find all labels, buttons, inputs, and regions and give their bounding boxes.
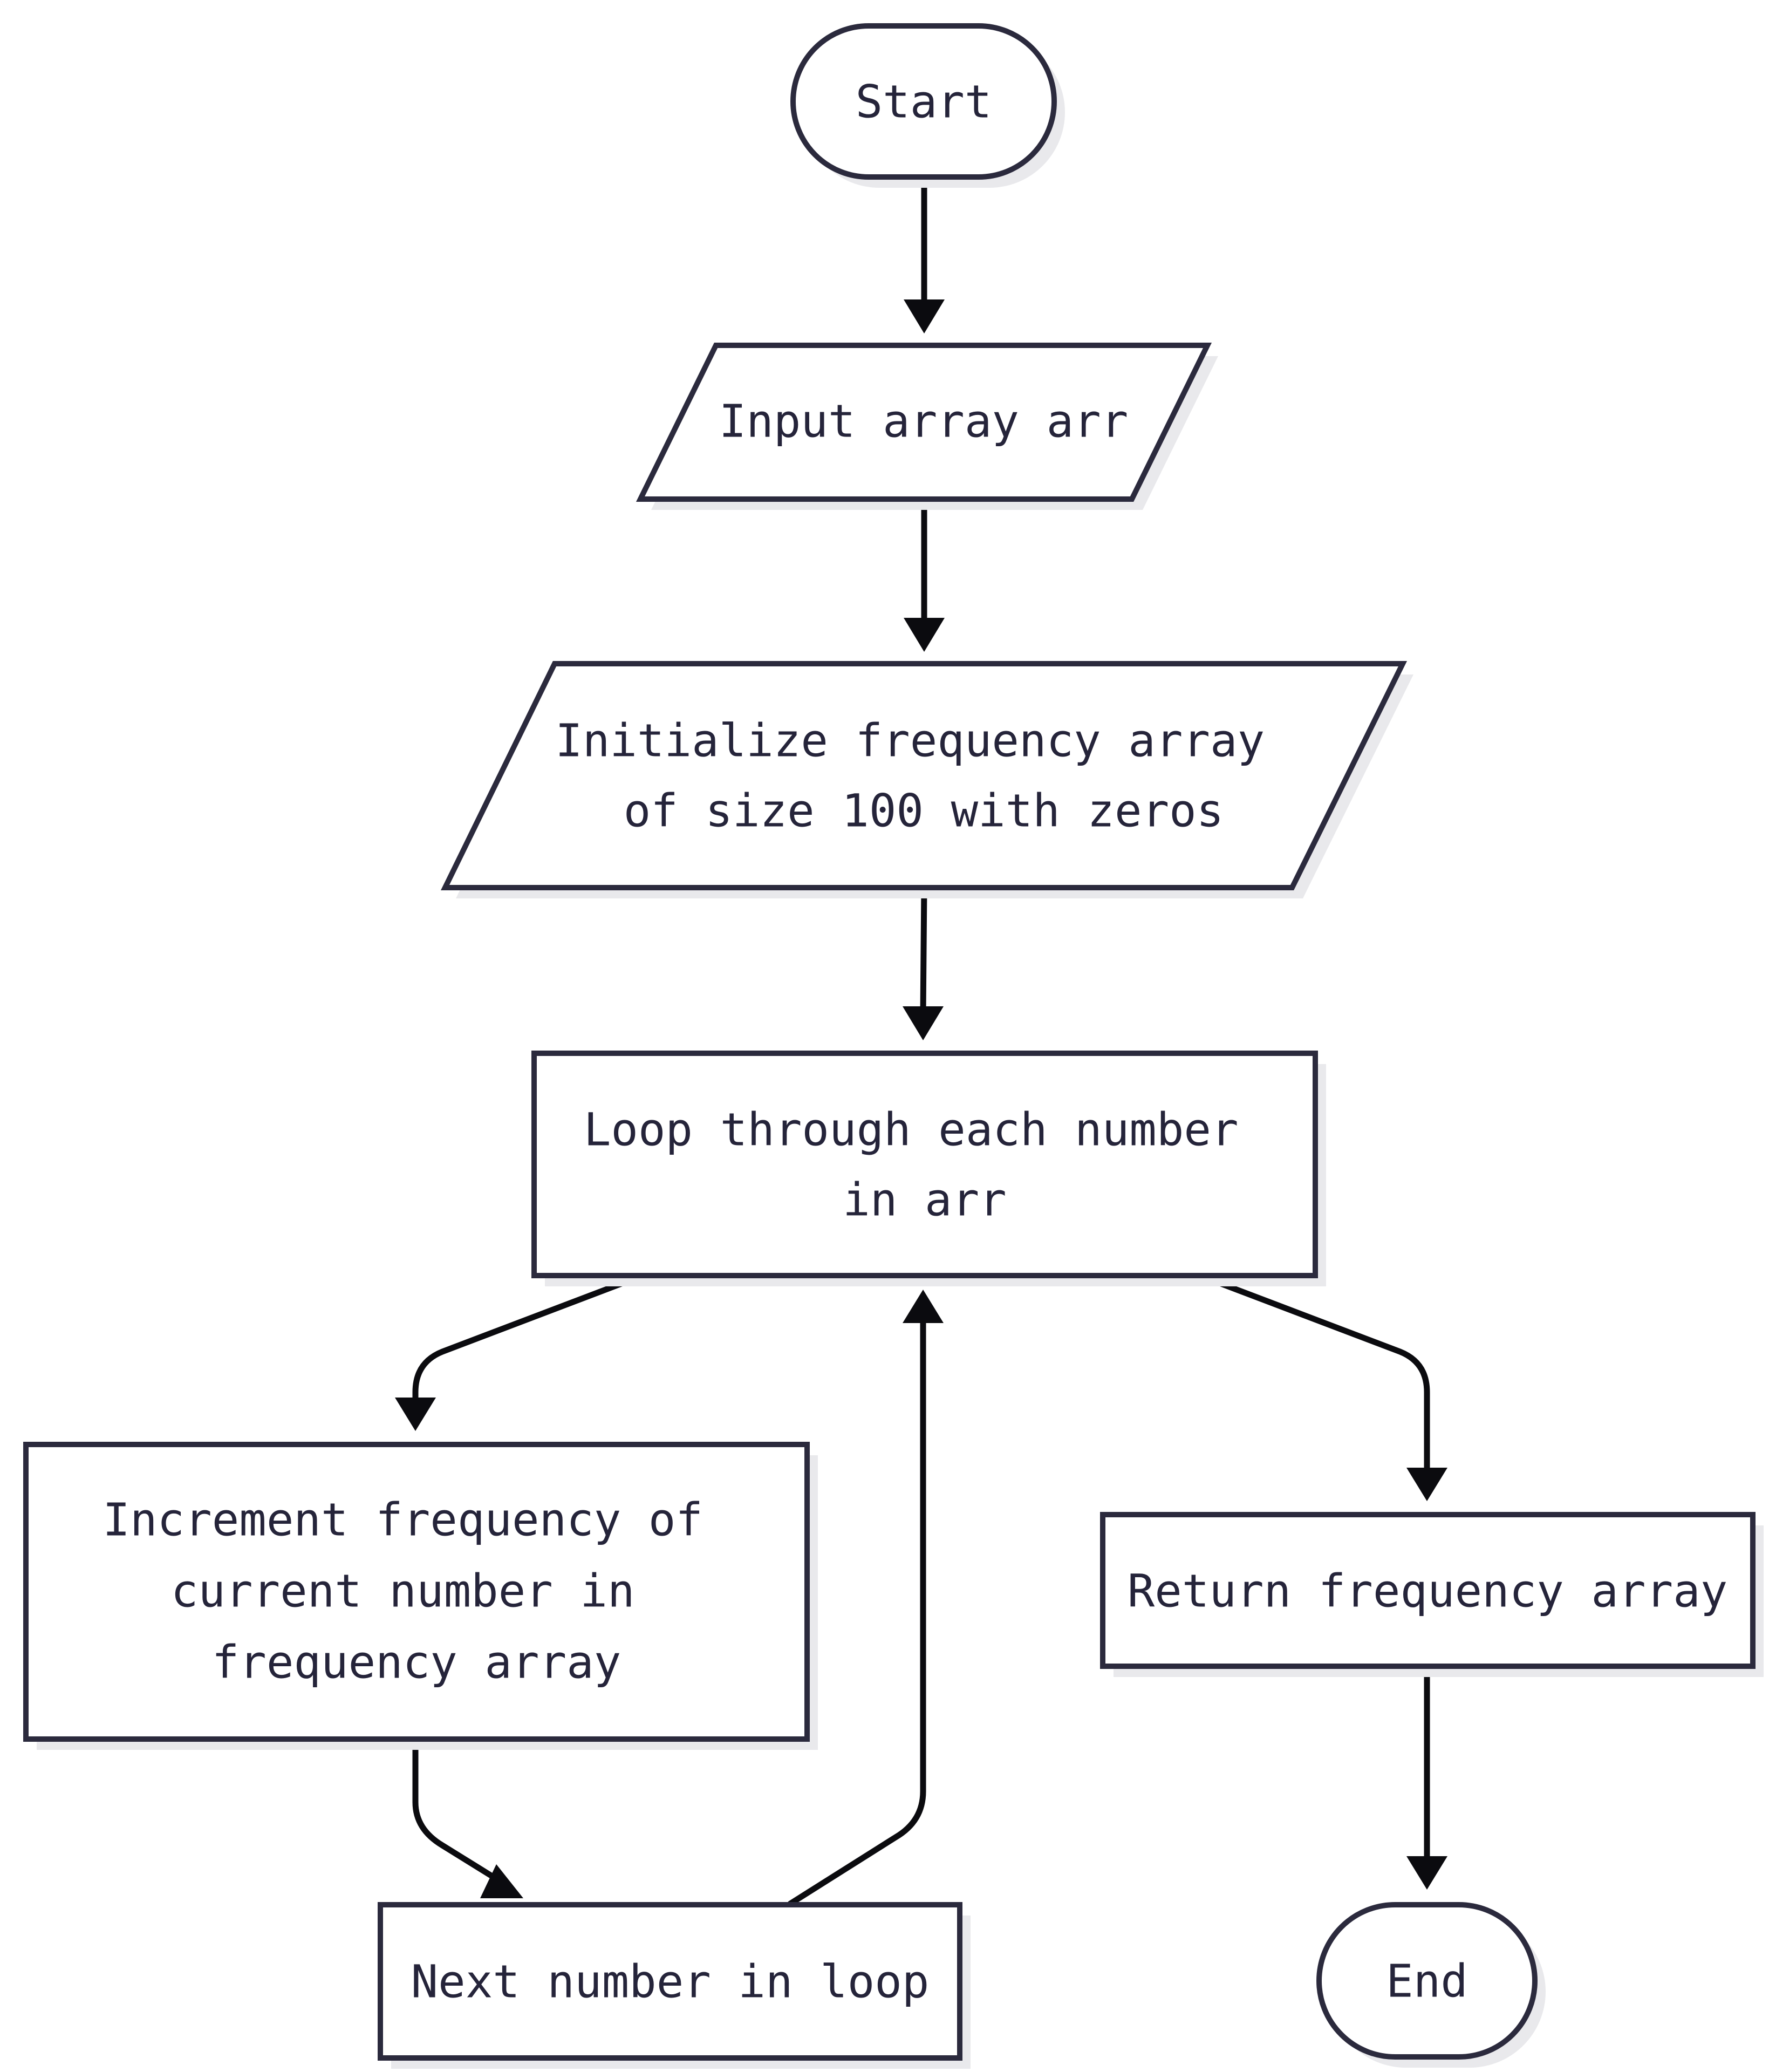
input-array-label: Input array arr [719, 394, 1129, 447]
edge-loop-to-return [1208, 1277, 1447, 1501]
nodes: Start Input array arr Initialize frequen… [23, 23, 1764, 2069]
edges [395, 175, 1447, 1907]
next-number-node: Next number in loop [378, 1902, 971, 2069]
next-number-label: Next number in loop [411, 1955, 930, 2008]
edge-loop-to-increment [395, 1277, 634, 1431]
end-node: End [1316, 1902, 1546, 2068]
increment-frequency-label: Increment frequency of current number in… [103, 1493, 730, 1688]
start-node: Start [790, 23, 1065, 188]
end-label: End [1386, 1954, 1468, 2007]
edge-init-to-loop [903, 884, 944, 1040]
loop-node: Loop through each number in arr [531, 1051, 1326, 1286]
initialize-frequency-node: Initialize frequency array of size 100 w… [440, 661, 1413, 898]
edge-increment-to-next [412, 1736, 523, 1898]
return-frequency-node: Return frequency array [1100, 1512, 1764, 1677]
input-array-node: Input array arr [636, 343, 1218, 510]
return-frequency-label: Return frequency array [1128, 1564, 1728, 1617]
initialize-frequency-label: Initialize frequency array of size 100 w… [555, 714, 1292, 837]
increment-frequency-node: Increment frequency of current number in… [23, 1442, 818, 1750]
loop-label: Loop through each number in arr [584, 1103, 1266, 1226]
edge-return-to-end [1406, 1663, 1447, 1890]
start-label: Start [856, 75, 992, 128]
edge-start-to-input [904, 175, 945, 333]
edge-next-to-loop [787, 1290, 944, 1907]
edge-input-to-init [904, 496, 945, 652]
